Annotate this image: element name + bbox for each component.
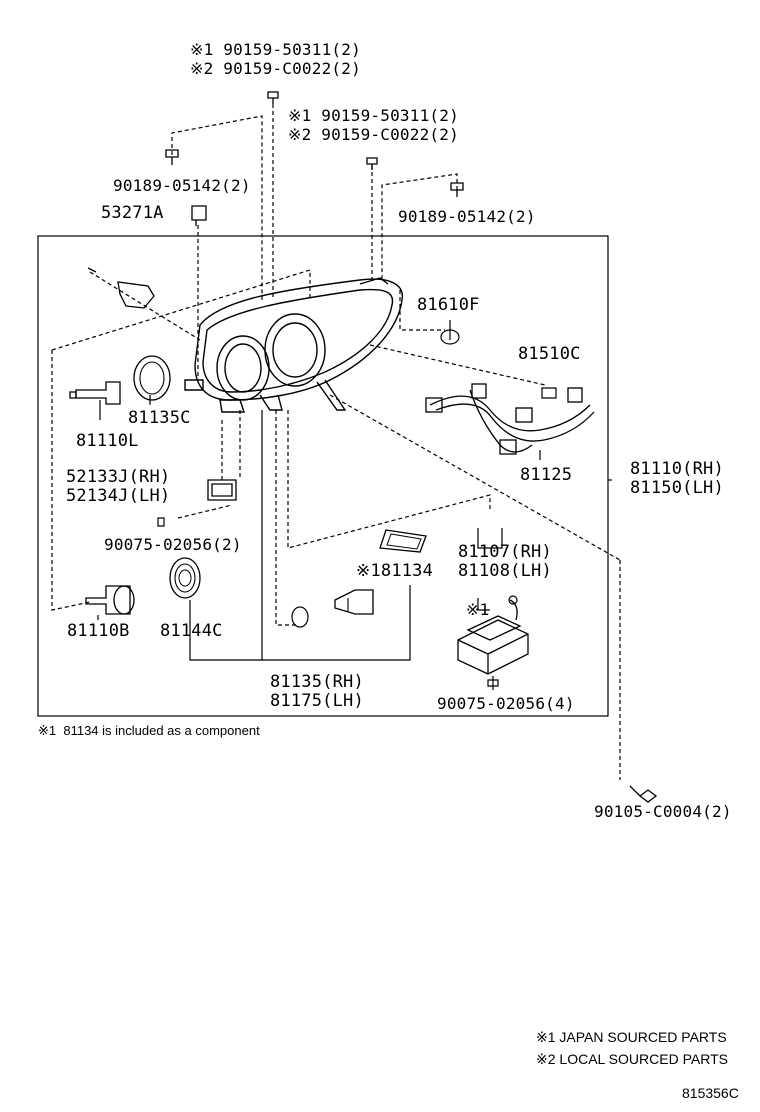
label-top-b-1: ※1 90159-50311(2) <box>288 106 459 125</box>
label-81135c: 81135C <box>128 408 191 428</box>
label-81510c: 81510C <box>518 344 581 364</box>
label-bracket-lh: 52134J(LH) <box>66 486 171 506</box>
label-screw-90105: 90105-C0004(2) <box>594 802 732 821</box>
label-screw-90075-2: 90075-02056(2) <box>104 535 242 554</box>
label-top-a-2: ※2 90159-C0022(2) <box>190 59 361 78</box>
label-note-mark: ※1 <box>466 600 490 619</box>
label-ecu-rh: 81107(RH) <box>458 542 552 562</box>
label-assy-lh: 81150(LH) <box>630 478 724 498</box>
label-top-b-2: ※2 90159-C0022(2) <box>288 125 459 144</box>
label-bracket-rh: 52133J(RH) <box>66 467 171 487</box>
label-81134: ※181134 <box>356 561 434 581</box>
label-81125: 81125 <box>520 465 573 485</box>
label-top-a-1: ※1 90159-50311(2) <box>190 40 361 59</box>
legend-local: ※2 LOCAL SOURCED PARTS <box>536 1051 728 1067</box>
assembly-frame <box>37 235 609 717</box>
label-53271a: 53271A <box>101 203 164 223</box>
label-unit-rh: 81135(RH) <box>270 672 364 692</box>
footnote: ※1 81134 is included as a component <box>38 723 260 738</box>
drawing-code: 815356C <box>682 1085 739 1101</box>
label-ecu-lh: 81108(LH) <box>458 561 552 581</box>
label-unit-lh: 81175(LH) <box>270 691 364 711</box>
label-assy-rh: 81110(RH) <box>630 459 724 479</box>
label-81610f: 81610F <box>417 295 480 315</box>
label-81144c: 81144C <box>160 621 223 641</box>
label-screw-left: 90189-05142(2) <box>113 176 251 195</box>
label-screw-90075-4: 90075-02056(4) <box>437 694 575 713</box>
label-81110b: 81110B <box>67 621 130 641</box>
label-screw-right: 90189-05142(2) <box>398 207 536 226</box>
label-81110l: 81110L <box>76 431 139 451</box>
legend-japan: ※1 JAPAN SOURCED PARTS <box>536 1029 727 1045</box>
